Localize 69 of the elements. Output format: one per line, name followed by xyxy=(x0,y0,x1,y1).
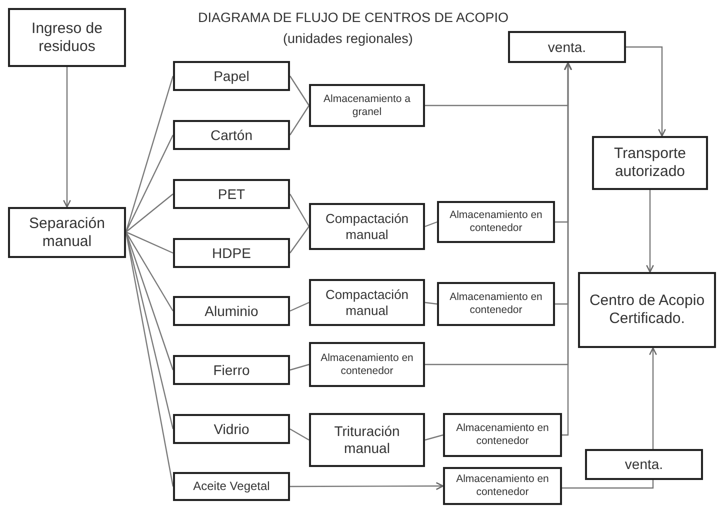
process-box xyxy=(309,413,425,467)
process-box xyxy=(309,84,425,127)
process-box xyxy=(443,467,562,505)
process-box xyxy=(437,201,555,243)
box-label: Fierro xyxy=(213,362,250,378)
box-label: Almacenamiento en contenedor xyxy=(320,352,414,378)
box-label: Cartón xyxy=(210,126,253,144)
process-box xyxy=(173,179,290,209)
process-box xyxy=(173,238,290,268)
box-label: Centro de Acopio Certificado. xyxy=(588,292,706,328)
process-box xyxy=(173,472,290,501)
process-box xyxy=(585,449,703,480)
process-box xyxy=(592,136,708,190)
process-box xyxy=(173,355,290,385)
box-label: Transporte autorizado xyxy=(613,145,687,181)
connector-line xyxy=(424,434,444,441)
box-label: Almacenamiento en contenedor xyxy=(455,422,550,448)
box-label: Almacenamiento en contenedor xyxy=(448,291,544,317)
connector-line xyxy=(562,480,654,489)
box-label: Papel xyxy=(214,68,250,84)
process-box xyxy=(508,31,626,63)
box-label: Trituración manual xyxy=(333,423,401,457)
box-label: HDPE xyxy=(212,244,251,262)
box-label: venta. xyxy=(548,38,586,56)
process-box xyxy=(443,413,562,457)
box-label: Vidrio xyxy=(214,420,250,438)
box-label: Almacenamiento en contenedor xyxy=(448,209,544,235)
box-label: Compactación manual xyxy=(324,286,410,318)
arrow xyxy=(290,482,444,490)
box-label: venta. xyxy=(624,456,664,473)
arrow xyxy=(562,62,572,436)
box-label: Compactación manual xyxy=(324,210,410,242)
connector-line xyxy=(290,226,310,254)
process-box xyxy=(309,342,425,387)
process-box xyxy=(437,282,555,326)
process-box xyxy=(309,279,425,326)
process-box xyxy=(173,296,290,326)
connector-line xyxy=(290,364,310,371)
connector-line xyxy=(125,232,174,312)
box-label: Almacenamiento a granel xyxy=(322,92,412,118)
arrow xyxy=(646,190,654,273)
box-label: PET xyxy=(218,186,246,202)
process-box xyxy=(173,414,290,444)
connector-line xyxy=(289,194,310,227)
connector-line xyxy=(290,76,310,106)
arrow xyxy=(626,46,666,137)
connector-line xyxy=(290,302,310,312)
connector-line xyxy=(126,231,174,254)
connector-line xyxy=(424,302,438,305)
box-label: Separación manual xyxy=(28,214,106,250)
subtitle: (unidades regionales) xyxy=(283,31,413,46)
box-label: Almacenamiento en contenedor xyxy=(455,473,550,499)
process-box xyxy=(578,272,716,348)
process-box xyxy=(309,203,425,250)
box-label: Aceite Vegetal xyxy=(193,479,270,494)
connector-line xyxy=(125,134,174,232)
process-box xyxy=(173,120,290,150)
process-box xyxy=(8,207,126,258)
connector-line xyxy=(424,221,438,228)
arrow xyxy=(649,347,657,449)
box-label: Aluminio xyxy=(204,302,258,320)
diagram-title: DIAGRAMA DE FLUJO DE CENTROS DE ACOPIO xyxy=(198,10,509,25)
box-label: Ingreso de residuos xyxy=(30,20,104,56)
process-box xyxy=(8,8,126,67)
arrow xyxy=(63,67,71,208)
connector-line xyxy=(290,428,310,441)
connector-line xyxy=(126,194,174,232)
process-box xyxy=(173,61,290,91)
connector-line xyxy=(290,105,310,136)
